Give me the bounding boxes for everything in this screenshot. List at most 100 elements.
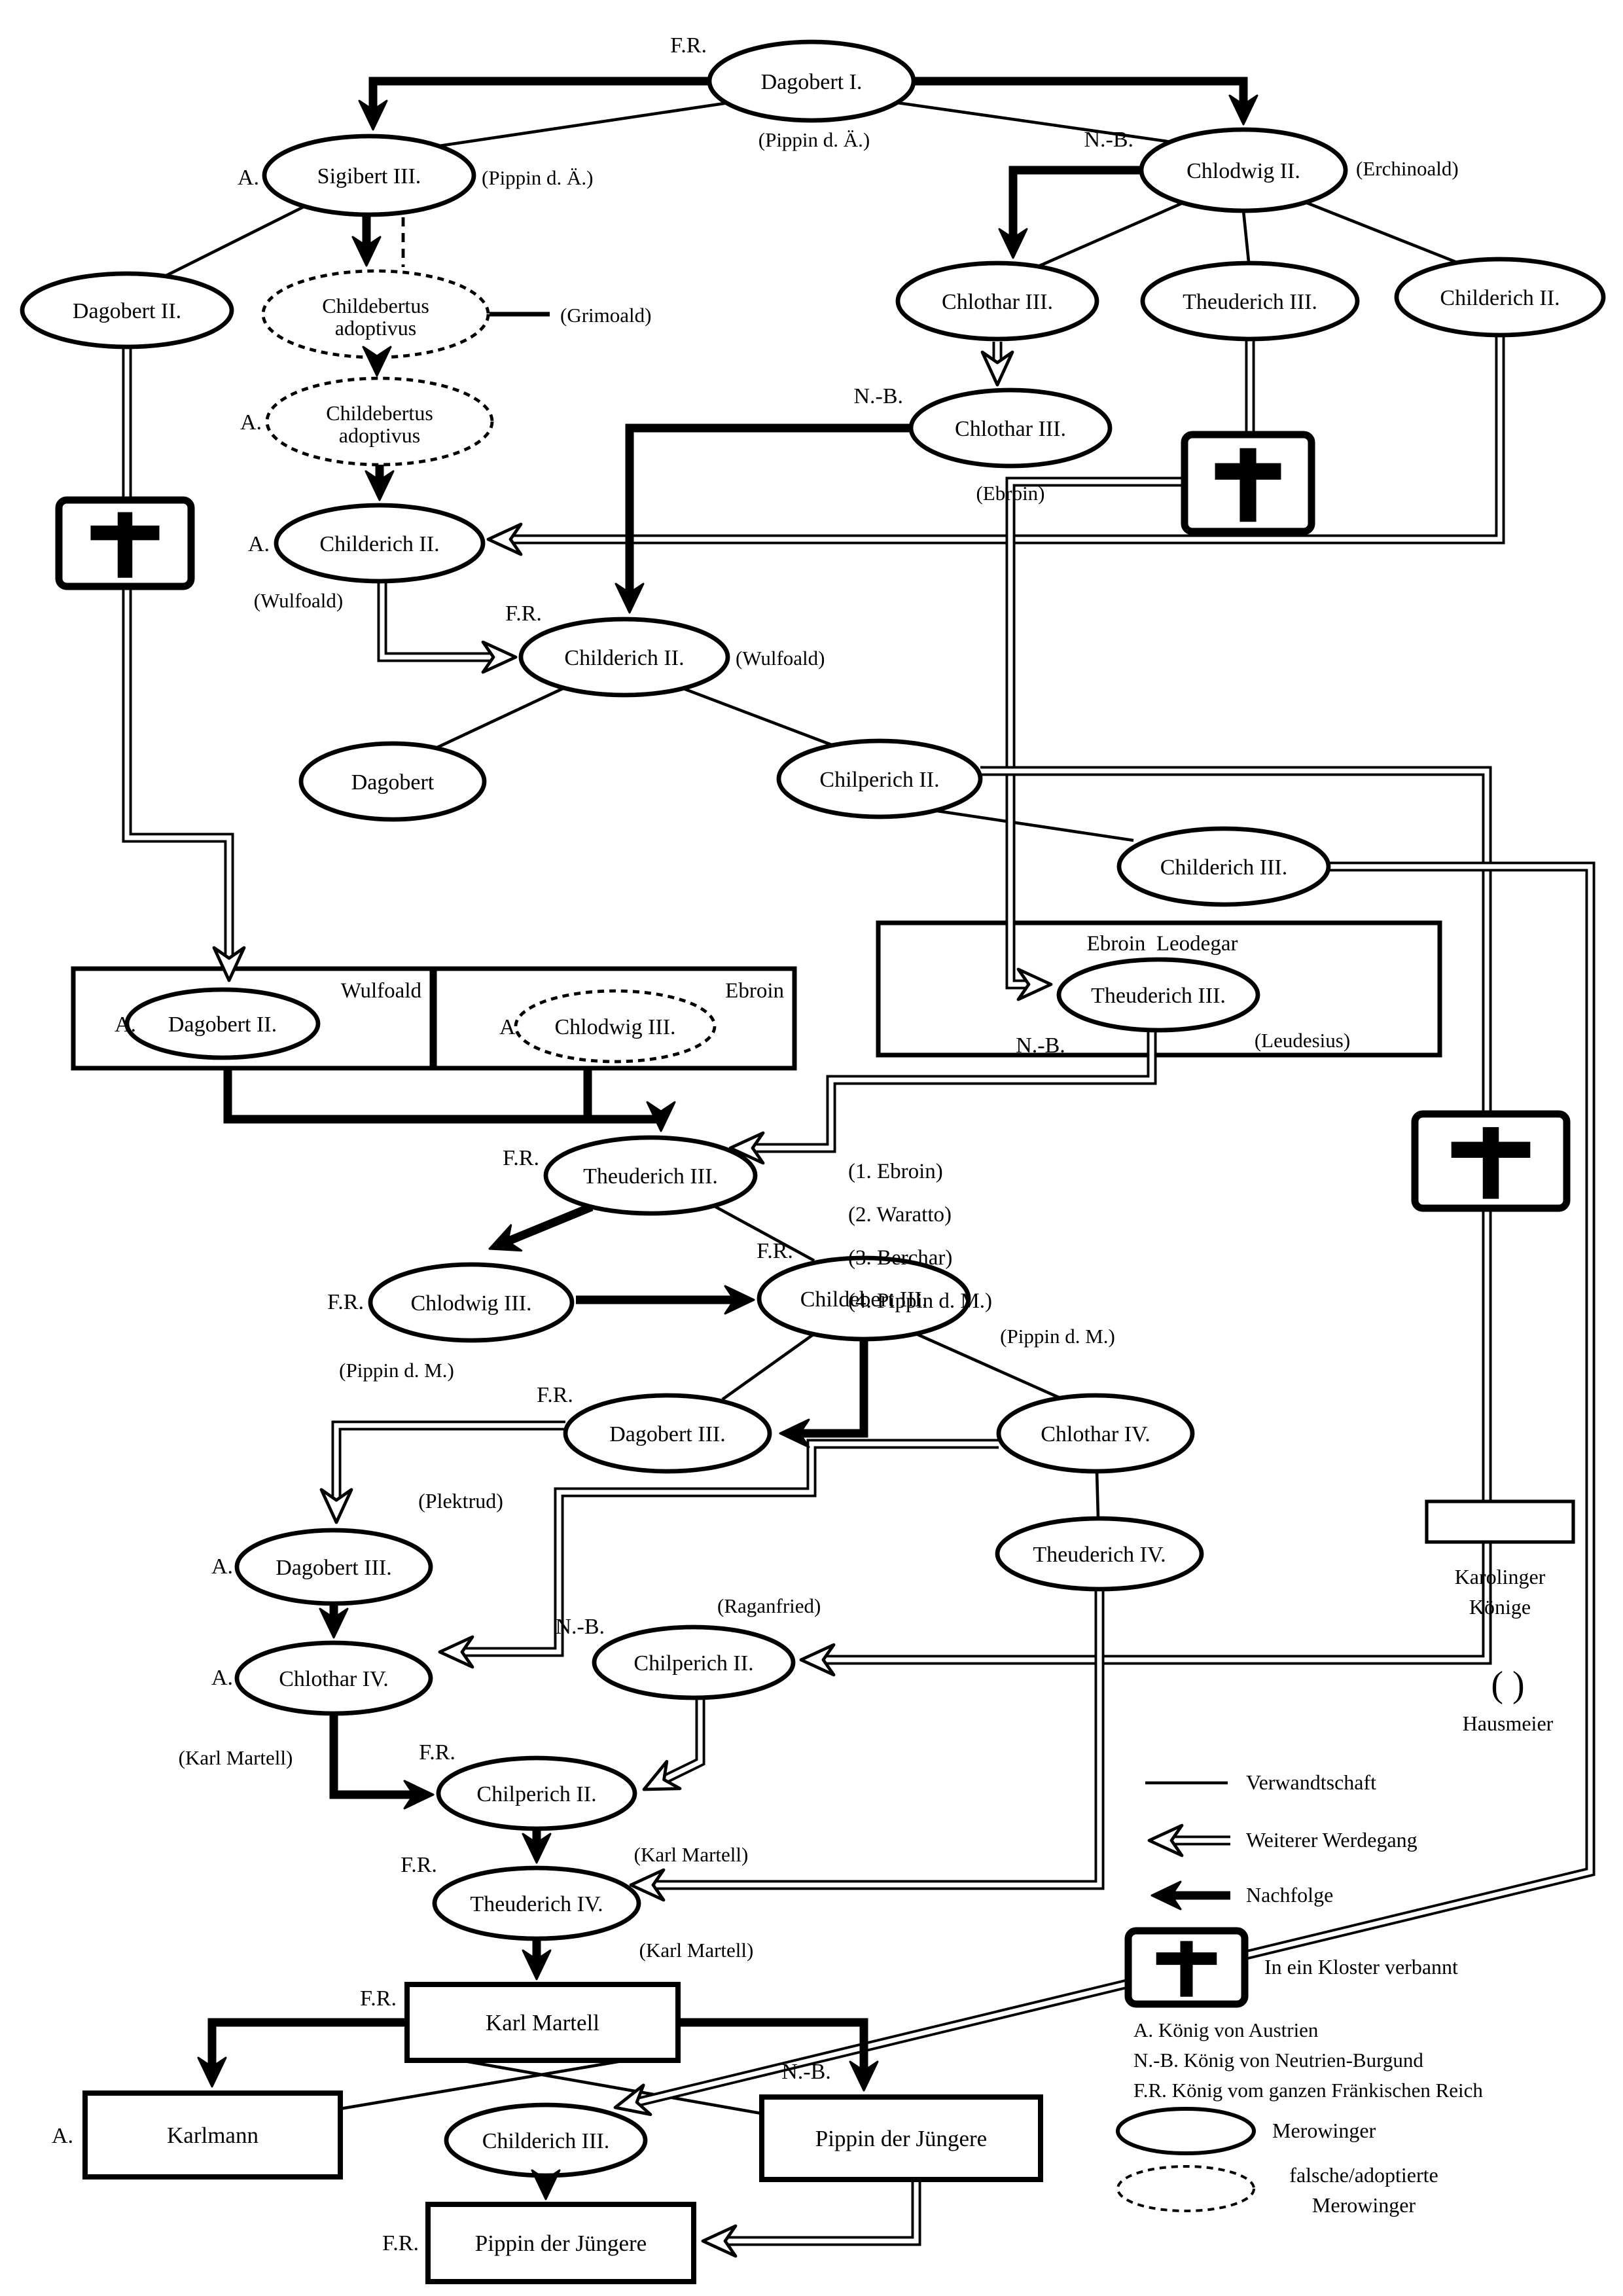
node-chlothar-iii-1 (895, 260, 1099, 342)
node-childerich-ii-3 (518, 617, 730, 698)
node-label-dagobert: Dagobert (351, 770, 435, 795)
succession-line (207, 2018, 407, 2073)
legend-merowinger-label: Merowinger (1272, 2119, 1376, 2142)
node-chlodwig-iii-1 (514, 989, 717, 1064)
legend-falsche-merowinger-ellipse (1116, 2165, 1255, 2212)
legend-merowinger-ellipse (1116, 2107, 1256, 2155)
nachfolge-arrowhead (362, 346, 392, 377)
prefix-chlodwig-iii-2: F.R. (327, 1290, 364, 1314)
nachfolge-arrowhead (849, 2060, 879, 2092)
node-childerich-ii-2 (274, 503, 486, 584)
note-theuderich-iv-2: (Karl Martell) (639, 1939, 754, 1962)
prefix-sigibert-iii: A. (238, 166, 259, 190)
note-chlothar-iv-2: (Karl Martell) (179, 1746, 293, 1769)
succession-line (678, 2018, 868, 2077)
node-pippin-der-juengere-fr (425, 2202, 696, 2284)
werdegang-arrowhead (980, 350, 1014, 387)
legend-abbreviation-0: A. König von Austrien (1133, 2018, 1319, 2041)
node-label-childerich-ii-3: Childerich II. (564, 646, 684, 670)
werdegang-line-inner (724, 2182, 919, 2244)
node-label-theuderich-iii-1: Theuderich III. (1183, 290, 1317, 314)
box-ebroin-header: Ebroin (725, 979, 784, 1003)
legend-karolinger-rect (1425, 1499, 1575, 1544)
succession-line (500, 1202, 594, 1248)
floating-label-3: (3. Berchar) (848, 1246, 952, 1270)
werdegang-arrowhead (701, 2224, 738, 2258)
note-chlodwig-ii: (Erchinoald) (1356, 157, 1459, 180)
nachfolge-arrowhead (358, 99, 388, 131)
prefix-pippin-der-juengere-fr: F.R. (382, 2231, 419, 2255)
werdegang-arrowhead (642, 1760, 682, 1791)
prefix-karlmann: A. (52, 2124, 73, 2148)
node-theuderich-iii-2 (1056, 957, 1260, 1033)
node-karlmann (82, 2090, 343, 2179)
node-chilperich-ii-1 (776, 738, 983, 819)
prefix-childebertus-adoptivus-2: A. (240, 410, 262, 435)
prefix-dagobert-ii-b: A. (115, 1013, 136, 1037)
node-label-theuderich-iii-2: Theuderich III. (1091, 984, 1226, 1008)
nachfolge-arrowhead (646, 1101, 676, 1132)
kinship-line (923, 807, 1134, 842)
node-label-childebertus-adoptivus-1: Childebertus (322, 294, 429, 317)
node-label-childebert-iii: Childebert III. (800, 1287, 928, 1312)
node-childebert-iii (757, 1255, 971, 1342)
prefix-karl-martell: F.R. (360, 1986, 397, 2011)
node-label-chlothar-iv-1: Chlothar IV. (1041, 1422, 1150, 1446)
node-chlodwig-iii-2 (368, 1262, 575, 1343)
node-dagobert (298, 741, 487, 822)
prefix-dagobert-iii-2: A. (211, 1554, 233, 1579)
node-label-dagobert-ii-b: Dagobert II. (168, 1013, 277, 1037)
node-theuderich-iii-3 (543, 1135, 758, 1216)
succession-line (223, 1068, 666, 1124)
note-dagobert-i: (Pippin d. Ä.) (758, 128, 870, 151)
legend-kloster-label: In ein Kloster verbannt (1264, 1955, 1458, 1979)
node-dagobert-iii-2 (234, 1528, 433, 1606)
node-label-childebertus-adoptivus-2: Childebertus (326, 401, 433, 425)
node-label-childerich-iii-1: Childerich III. (1160, 855, 1288, 880)
layer-heads (197, 94, 1258, 2258)
note-childerich-ii-3: (Wulfoald) (736, 647, 825, 670)
note-childerich-ii-2: (Wulfoald) (254, 589, 343, 612)
floating-label-1: (1. Ebroin) (848, 1160, 943, 1183)
node-label-dagobert-ii: Dagobert II. (73, 299, 181, 323)
node-label-dagobert-iii-1: Dagobert III. (609, 1422, 725, 1446)
node-childebertus-adoptivus-2 (265, 376, 494, 467)
werdegang-line-inner (822, 1210, 1489, 1662)
note-chlodwig-iii-2: (Pippin d. M.) (339, 1359, 454, 1382)
prefix-chlothar-iii-2: N.-B. (853, 384, 903, 408)
prefix-theuderich-iv-2: F.R. (401, 1853, 437, 1877)
legend-abbreviation-1: N.-B. König von Neutrien-Burgund (1133, 2049, 1423, 2072)
prefix-childebert-iii: F.R. (757, 1239, 793, 1263)
nachfolge-arrowhead (615, 583, 645, 614)
node-label-theuderich-iv-1: Theuderich IV. (1033, 1543, 1166, 1567)
werdegang-line-inner (635, 864, 1593, 2105)
kinship-line (892, 100, 1186, 146)
node-label-theuderich-iv-2: Theuderich IV. (470, 1892, 603, 1916)
nachfolge-arrowhead (779, 1418, 810, 1448)
prefix-childerich-ii-2: A. (248, 532, 270, 556)
werdegang-line-inner (334, 1423, 565, 1501)
prefix-dagobert-iii-1: F.R. (537, 1383, 573, 1407)
nachfolge-arrowhead (724, 1285, 755, 1315)
prefix-chlothar-iv-2: A. (211, 1666, 233, 1690)
nachfolge-arrowhead (522, 1949, 552, 1981)
kinship-line (721, 1333, 815, 1401)
node-label-dagobert-i: Dagobert I. (761, 70, 863, 94)
werdegang-arrowhead (1147, 1823, 1184, 1857)
node-label-pippin-der-juengere-nb: Pippin der Jüngere (815, 2126, 987, 2151)
nachfolge-arrowhead (998, 228, 1028, 259)
nachfolge-arrowhead (488, 1224, 523, 1252)
node-theuderich-iv-2 (432, 1865, 641, 1941)
succession-line (1008, 166, 1144, 245)
prefix-chlodwig-iii-1: A. (499, 1015, 521, 1039)
layer-hollow (122, 335, 1596, 2246)
node-label-karl-martell: Karl Martell (486, 2010, 599, 2036)
kinship-line (161, 204, 308, 279)
kinship-line (434, 100, 734, 149)
prefix-chlodwig-ii: N.-B. (1084, 128, 1133, 152)
werdegang-line-inner (124, 347, 232, 960)
layer-thick (207, 77, 1248, 2186)
kinship-line (712, 1204, 815, 1263)
node-label-sigibert-iii: Sigibert III. (317, 164, 421, 188)
